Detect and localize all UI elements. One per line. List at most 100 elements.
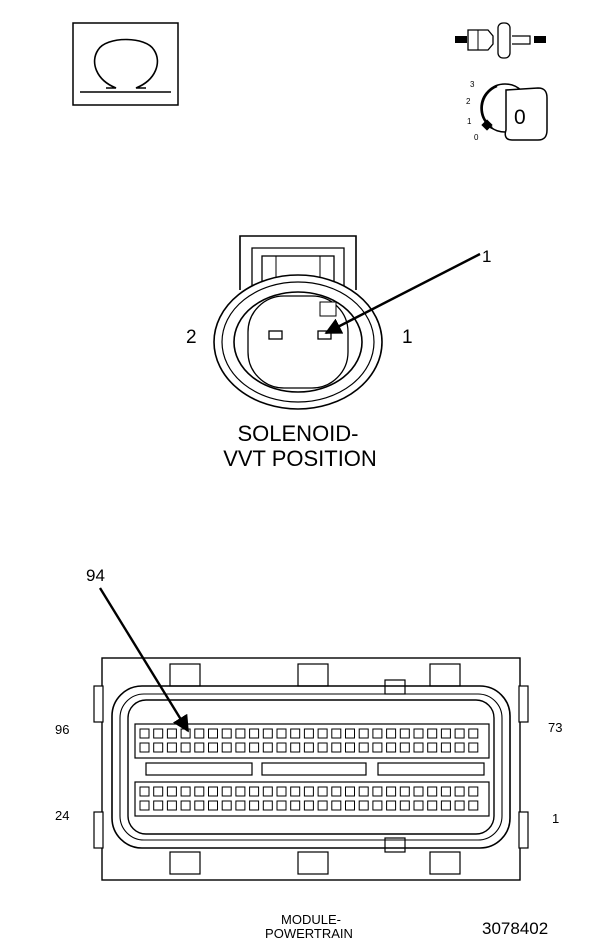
pcm-pin-cavity: [372, 800, 383, 811]
pcm-pin-cavity: [235, 728, 246, 739]
pcm-pin-cavity: [221, 800, 232, 811]
ignition-position-2: 2: [466, 97, 471, 106]
pcm-pin-cavity: [235, 800, 246, 811]
pcm-pin-cavity: [180, 786, 191, 797]
solenoid-connector-face: [213, 235, 383, 410]
pcm-pin-cavity: [399, 742, 410, 753]
pcm-pin-cavity: [290, 728, 301, 739]
pcm-pin-cavity: [372, 786, 383, 797]
pcm-pin-cavity: [317, 786, 328, 797]
ignition-key-icon: 3 2 1 0 0: [466, 80, 548, 142]
pcm-title-line1: MODULE-: [281, 912, 341, 927]
pcm-pin-cavity: [249, 786, 260, 797]
pcm-title-line2: POWERTRAIN: [265, 926, 353, 941]
pcm-pin-cavity: [331, 786, 342, 797]
pcm-pin-cavity: [276, 742, 287, 753]
pcm-pin-cavity: [331, 728, 342, 739]
solenoid-callout-label: 1: [482, 247, 491, 266]
pcm-pin-cavity: [276, 800, 287, 811]
pcm-pin-cavity: [427, 786, 438, 797]
solenoid-title-line2: VVT POSITION: [223, 446, 377, 471]
pcm-pin-cavity: [166, 800, 177, 811]
solenoid-pin-label-1: 1: [402, 327, 413, 348]
ohm-symbol-icon: [72, 22, 179, 106]
pcm-pin-cavity: [440, 742, 451, 753]
pcm-pin-cavity: [399, 786, 410, 797]
pcm-pin-cavity: [399, 800, 410, 811]
pcm-pin-cavity: [194, 786, 205, 797]
pcm-pin-cavity: [317, 728, 328, 739]
solenoid-callout-arrow: [324, 252, 481, 335]
pcm-pin-cavity: [372, 742, 383, 753]
pcm-pin-cavity: [153, 800, 164, 811]
pcm-pin-cavity: [413, 786, 424, 797]
pcm-pin-cavity: [386, 800, 397, 811]
pcm-pin-cavity: [139, 800, 150, 811]
pcm-pin-cavity: [139, 728, 150, 739]
pcm-pin-cavity: [386, 742, 397, 753]
pcm-pin-cavity: [290, 786, 301, 797]
pcm-pin-cavity: [468, 742, 479, 753]
pcm-pin-cavity: [440, 786, 451, 797]
pcm-pin-cavity: [276, 728, 287, 739]
solenoid-pin-label-2: 2: [186, 327, 197, 348]
connector-disconnect-icon: [455, 22, 546, 59]
solenoid-pin-2: [268, 330, 283, 340]
pcm-pin-cavity: [468, 728, 479, 739]
pcm-pin-cavity: [262, 786, 273, 797]
pcm-pin-cavity: [358, 742, 369, 753]
pcm-pin-cavity: [345, 800, 355, 811]
pcm-pin-cavity: [180, 742, 191, 753]
solenoid-pin-1: [317, 330, 332, 340]
pcm-pin-cavity: [303, 786, 314, 797]
pcm-pin-cavity: [440, 800, 451, 811]
pcm-pin-cavity: [166, 728, 177, 739]
pcm-pin-cavity: [303, 800, 314, 811]
pcm-pin-cavities: [139, 728, 479, 811]
pcm-pin-cavity: [358, 786, 369, 797]
pcm-pin-cavity: [262, 742, 273, 753]
pcm-pin-cavity: [427, 728, 438, 739]
pcm-pin-cavity: [153, 786, 164, 797]
pcm-pin-cavity: [194, 800, 205, 811]
pcm-pin-cavity: [303, 742, 314, 753]
pcm-pin-cavity: [208, 742, 218, 753]
pcm-pin-cavity: [454, 800, 465, 811]
pcm-pin-cavity: [413, 728, 424, 739]
pcm-pin-cavity: [413, 742, 424, 753]
pcm-pin-cavity: [139, 786, 150, 797]
pcm-pin-cavity: [345, 728, 355, 739]
pcm-pin-cavity: [386, 786, 397, 797]
solenoid-title-line1: SOLENOID-: [237, 421, 358, 446]
pcm-pin-cavity: [427, 742, 438, 753]
pcm-pin-cavity: [317, 800, 328, 811]
pcm-pin-cavity: [249, 728, 260, 739]
pcm-pin-cavity: [208, 728, 218, 739]
pcm-pin-cavity: [290, 800, 301, 811]
pcm-pin-cavity: [166, 786, 177, 797]
pcm-pin-label-24: 24: [55, 808, 69, 823]
pcm-pin-label-73: 73: [548, 720, 562, 735]
pcm-pin-cavity: [221, 728, 232, 739]
pcm-pin-cavity: [153, 742, 164, 753]
pcm-callout-arrow: [98, 587, 190, 733]
pcm-pin-cavity: [427, 800, 438, 811]
pcm-pin-cavity: [153, 728, 164, 739]
pcm-pin-label-1: 1: [552, 811, 559, 826]
pcm-pin-cavity: [208, 786, 218, 797]
pcm-pin-cavity: [468, 800, 479, 811]
ignition-key-label: 0: [514, 106, 526, 129]
pcm-pin-label-96: 96: [55, 722, 69, 737]
pcm-pin-cavity: [276, 786, 287, 797]
pcm-pin-cavity: [221, 786, 232, 797]
pcm-pin-cavity: [454, 728, 465, 739]
pcm-pin-cavity: [208, 800, 218, 811]
pcm-pin-cavity: [468, 786, 479, 797]
ignition-position-3: 3: [470, 80, 475, 89]
pcm-pin-cavity: [440, 728, 451, 739]
pcm-callout-label: 94: [86, 566, 105, 585]
pcm-pin-cavity: [331, 742, 342, 753]
pcm-pin-cavity: [194, 742, 205, 753]
